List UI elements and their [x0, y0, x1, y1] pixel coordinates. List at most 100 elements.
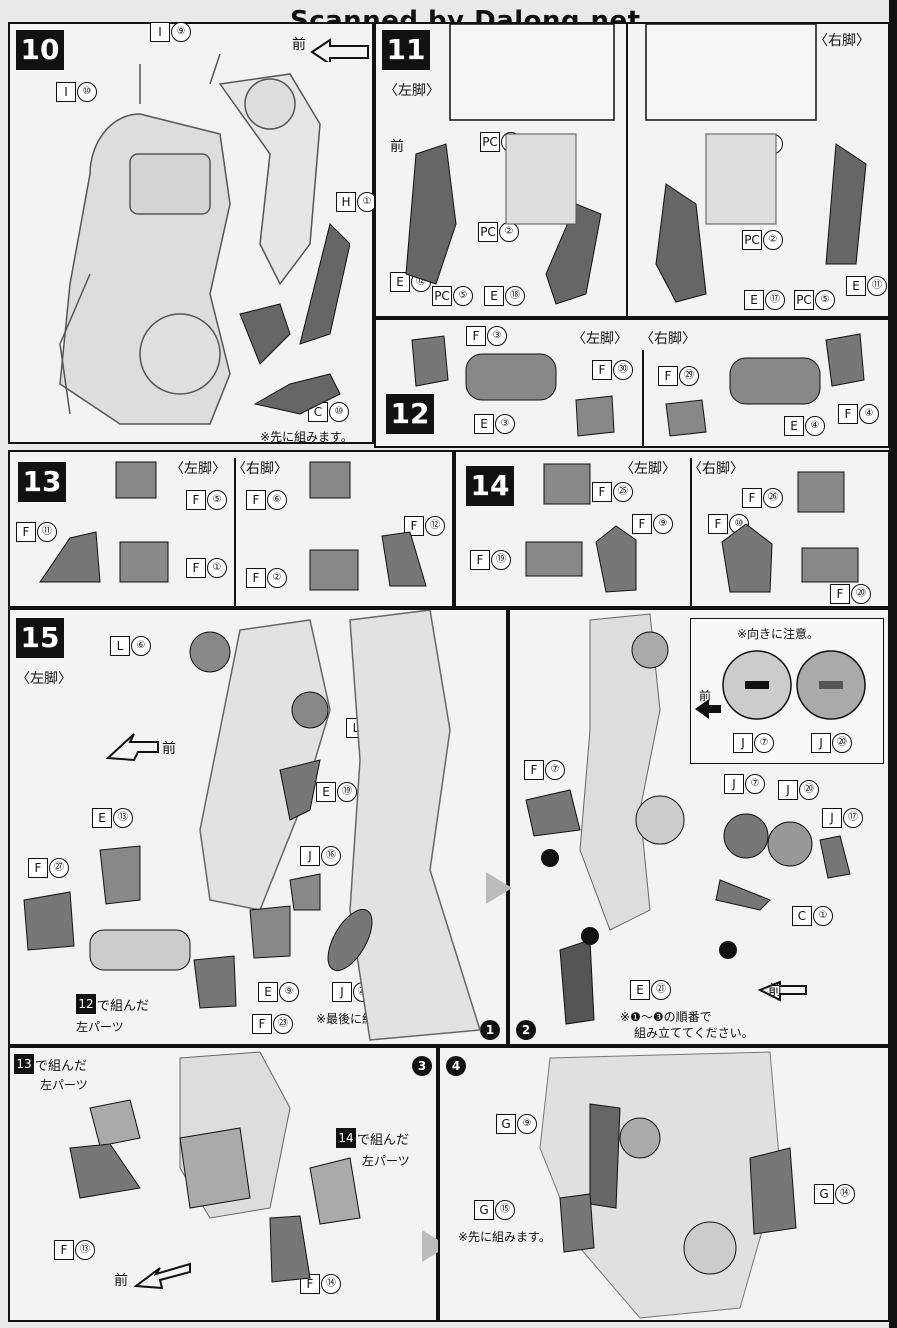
- left-leg-label: 〈左脚〉: [572, 331, 628, 347]
- joint-parts-illustration: [411, 333, 865, 437]
- left-part-text-2: 左パーツ: [362, 1154, 410, 1168]
- right-leg-label: 〈右脚〉: [814, 33, 870, 49]
- step-12-divider: [642, 350, 644, 446]
- leg-frames-illustration: [405, 24, 867, 305]
- front-label: 前: [390, 139, 404, 155]
- left-part-text: 左パーツ: [76, 1020, 124, 1034]
- front-label: 前: [162, 741, 176, 757]
- step-10-number: 10: [16, 30, 64, 70]
- left-leg-label: 〈左脚〉: [170, 461, 226, 477]
- note-first: ※先に組みます。: [458, 1230, 551, 1244]
- gear-discs-illustration: [695, 650, 866, 720]
- seq-2-badge: 2: [516, 1020, 536, 1040]
- next-step-arrow-icon: [422, 1230, 448, 1262]
- step-15-panel: 15 〈左脚〉 前 L⑥ L⑧ E⑲ E⑬ J⑯ F㉗ E⑨ J㉔ F㉓ 12 …: [8, 608, 508, 1046]
- step-11-number: 11: [382, 30, 430, 70]
- left-part-text: 左パーツ: [40, 1078, 88, 1092]
- orientation-front-label: 前: [699, 689, 712, 703]
- step13-reference: 13 で組んだ: [14, 1054, 87, 1074]
- right-leg-label: 〈右脚〉: [640, 331, 696, 347]
- front-arrow-icon: [310, 38, 369, 62]
- front-arrow-icon: [105, 733, 159, 762]
- next-step-arrow-icon: [486, 872, 512, 904]
- foot-armor-illustration: [539, 1051, 797, 1319]
- order-note-line1: ※❶～❸の順番で: [620, 1010, 712, 1024]
- step-13-number: 13: [18, 462, 66, 502]
- step-14-divider: [690, 458, 692, 606]
- step14-reference: 14 で組んだ: [336, 1128, 409, 1148]
- robot-torso-illustration: [59, 53, 350, 425]
- step-13-divider: [234, 458, 236, 606]
- seq-1-badge: 1: [480, 1020, 500, 1040]
- front-label: 前: [114, 1273, 128, 1289]
- left-leg-label: 〈左脚〉: [384, 83, 440, 99]
- lower-leg-illustration: [525, 613, 851, 1025]
- seq-4-badge: 4: [446, 1056, 466, 1076]
- right-leg-label: 〈右脚〉: [688, 461, 744, 477]
- front-label: 前: [292, 37, 306, 53]
- step-11-divider: [626, 24, 628, 316]
- step12-reference: 12 で組んだ: [76, 994, 149, 1014]
- step-15-number: 15: [16, 618, 64, 658]
- leg-assembly-illustration: [23, 610, 481, 1041]
- left-leg-label: 〈左脚〉: [620, 461, 676, 477]
- step-14-number: 14: [466, 466, 514, 506]
- order-note-line2: 組み立ててください。: [634, 1026, 754, 1040]
- left-leg-label: 〈左脚〉: [16, 671, 72, 687]
- orientation-note: ※向きに注意。: [737, 627, 820, 641]
- shin-parts-illustration: [525, 463, 859, 593]
- step-12-number: 12: [386, 394, 434, 434]
- foot-assembly-illustration: [69, 1051, 361, 1283]
